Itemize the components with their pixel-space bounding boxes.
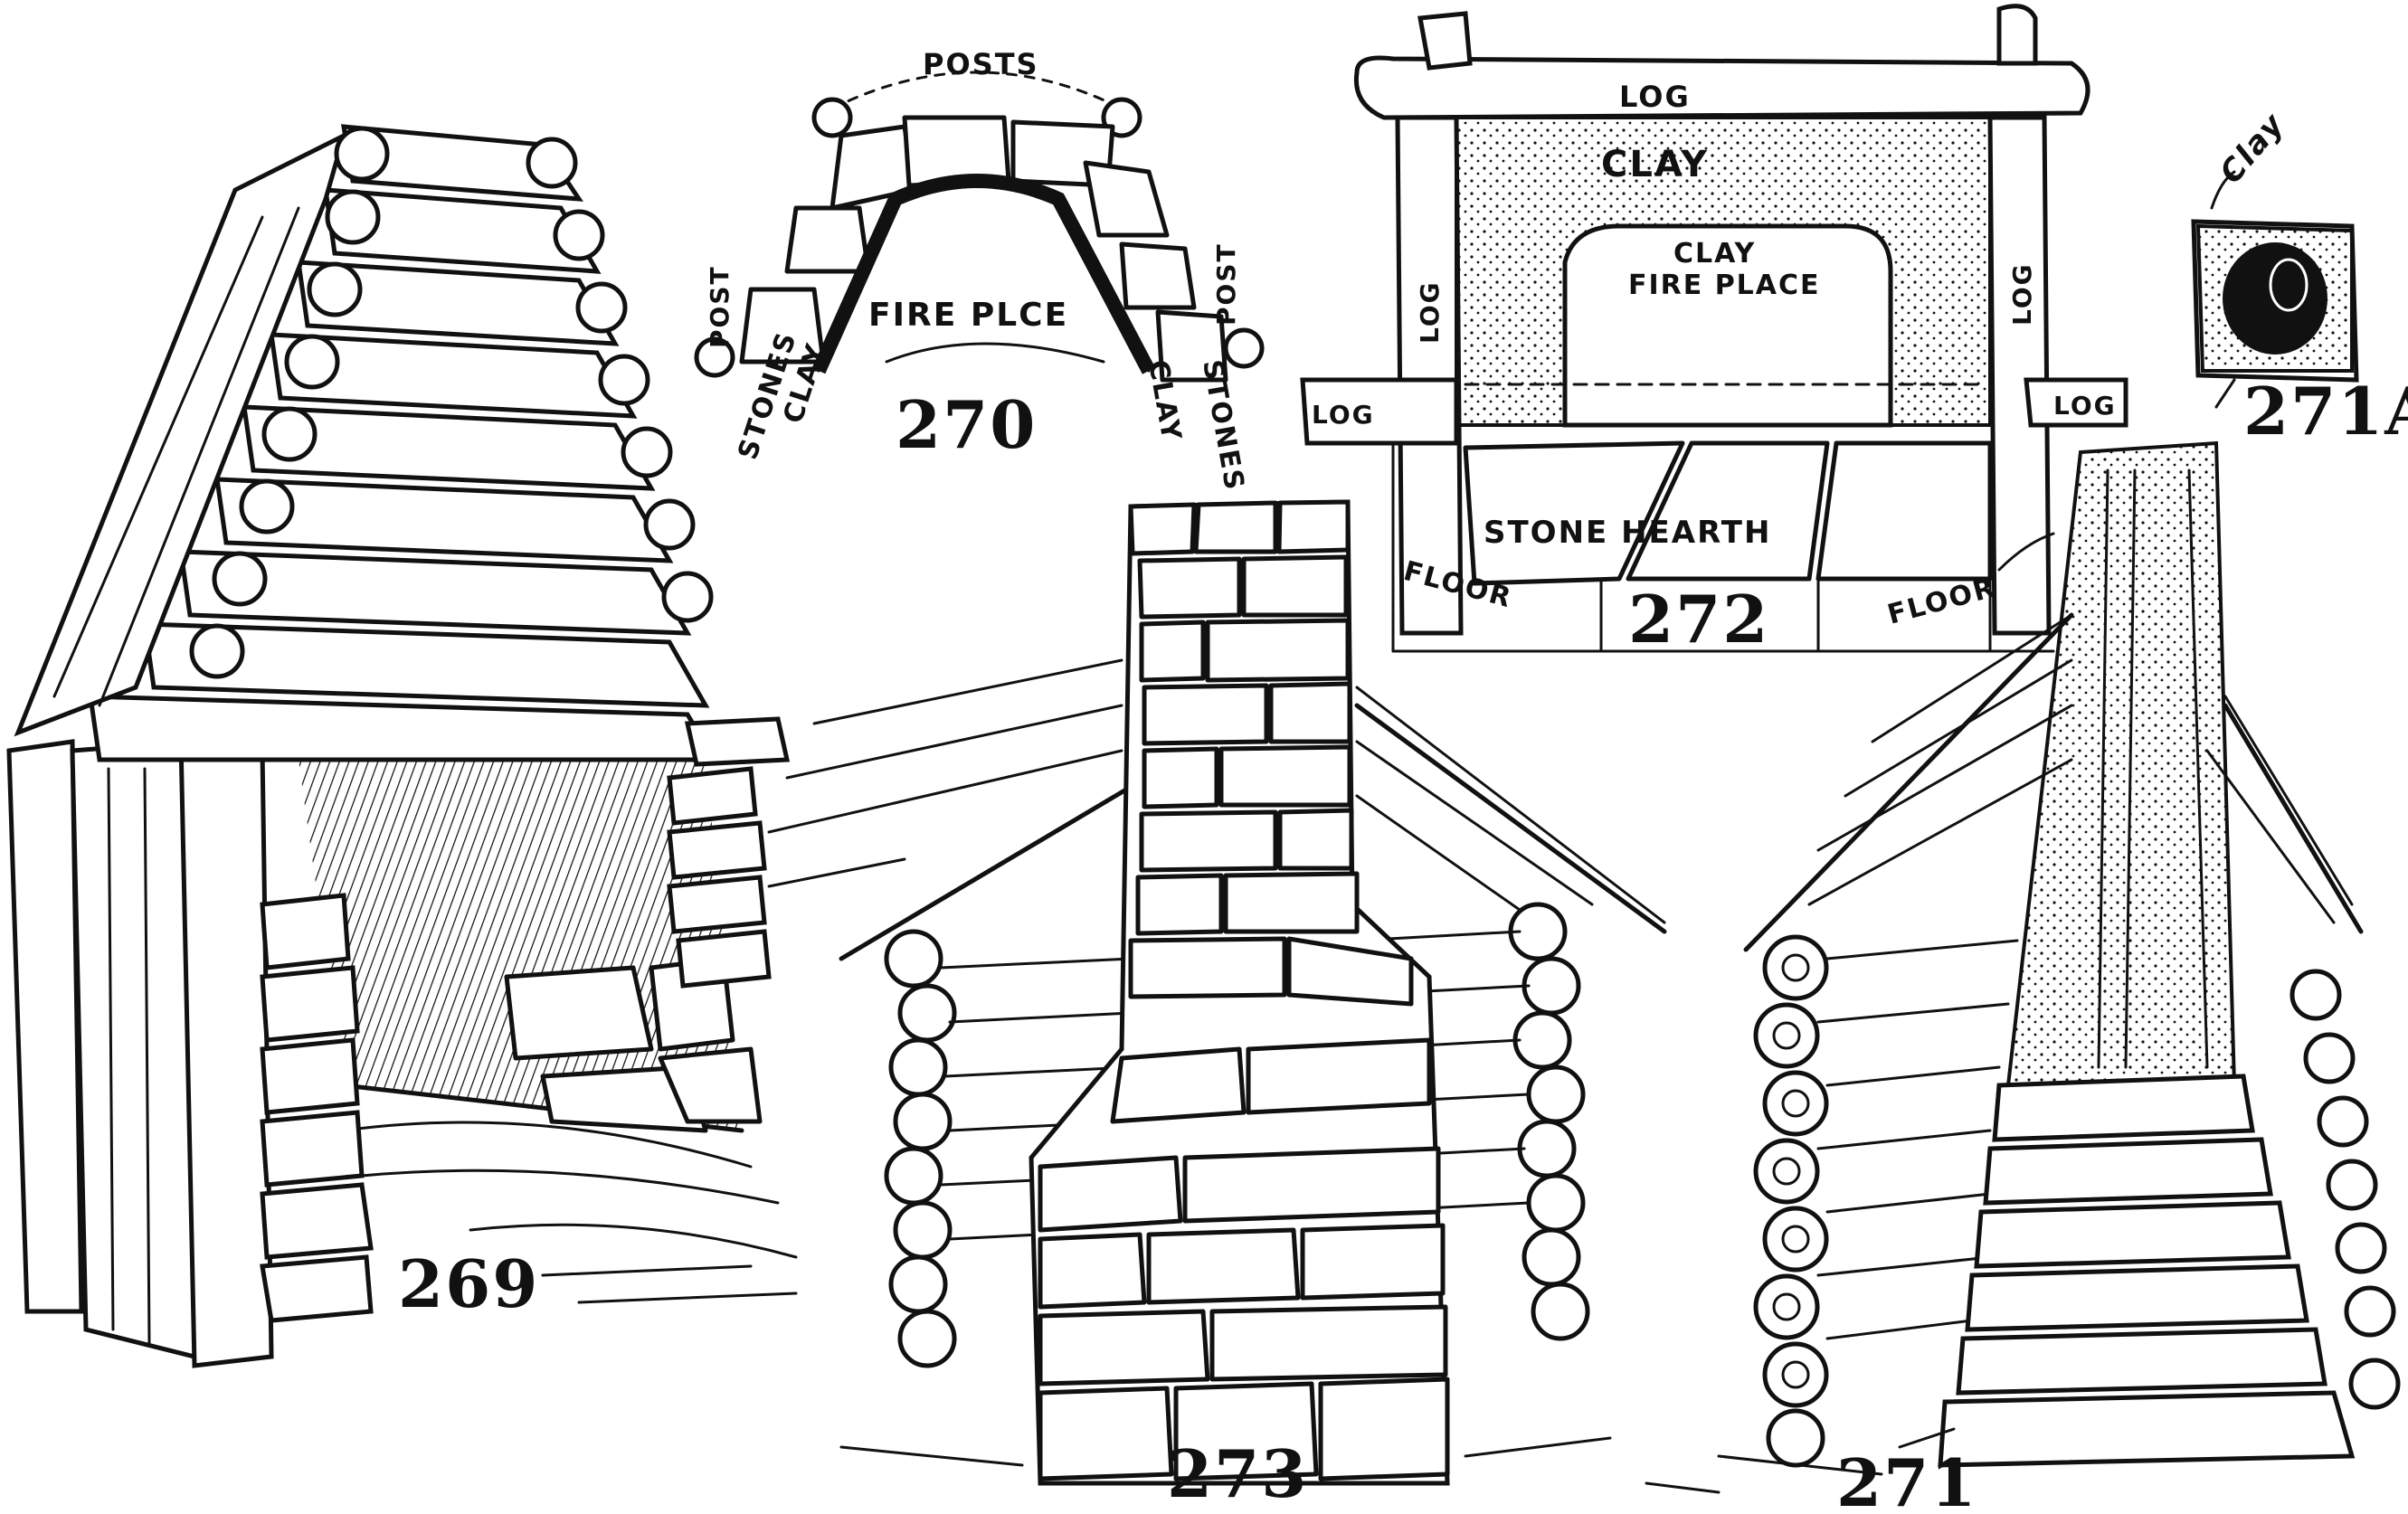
figure-272-drawing bbox=[1300, 4, 2128, 653]
figure-271-drawing bbox=[1717, 440, 2401, 1476]
figure-271a-drawing bbox=[2191, 170, 2359, 409]
fig272-log-left-post-label: LOG bbox=[1415, 280, 1445, 344]
fig270-stones-right-label: STONES bbox=[1196, 357, 1250, 494]
fig272-log-right-sill-label: LOG bbox=[2053, 391, 2117, 421]
fig272-log-top-label: LOG bbox=[1619, 80, 1691, 114]
fig273-number: 273 bbox=[1167, 1435, 1308, 1512]
fig269-number: 269 bbox=[398, 1245, 539, 1322]
fig270-post-right-label: POST bbox=[1211, 242, 1241, 326]
fig272-log-left-sill-label: LOG bbox=[1312, 400, 1375, 430]
fig272-fireplace-line1: CLAY bbox=[1673, 238, 1756, 270]
fig270-number: 270 bbox=[896, 386, 1037, 463]
fig272-log-right-post-label: LOG bbox=[2007, 262, 2037, 326]
fig272-stone-hearth-label: STONE HEARTH bbox=[1484, 515, 1771, 551]
figure-270-drawing bbox=[694, 71, 1265, 383]
fig272-fireplace-line2: FIRE PLACE bbox=[1628, 270, 1821, 301]
fig271-number: 271 bbox=[1836, 1444, 1977, 1514]
fig270-post-left-label: POST bbox=[705, 265, 735, 348]
fig272-number: 272 bbox=[1628, 581, 1769, 658]
roof-logs bbox=[88, 124, 719, 762]
fig271a-clay-label: Clay bbox=[2213, 106, 2292, 191]
figure-273-drawing bbox=[767, 499, 1721, 1494]
fig270-fireplace-label: FIRE PLCE bbox=[868, 297, 1068, 334]
fig272-clay-label: CLAY bbox=[1601, 144, 1709, 185]
fig270-posts-label: POSTS bbox=[923, 47, 1039, 81]
fig271a-number: 271A bbox=[2243, 373, 2408, 449]
figure-269-drawing bbox=[6, 124, 798, 1368]
